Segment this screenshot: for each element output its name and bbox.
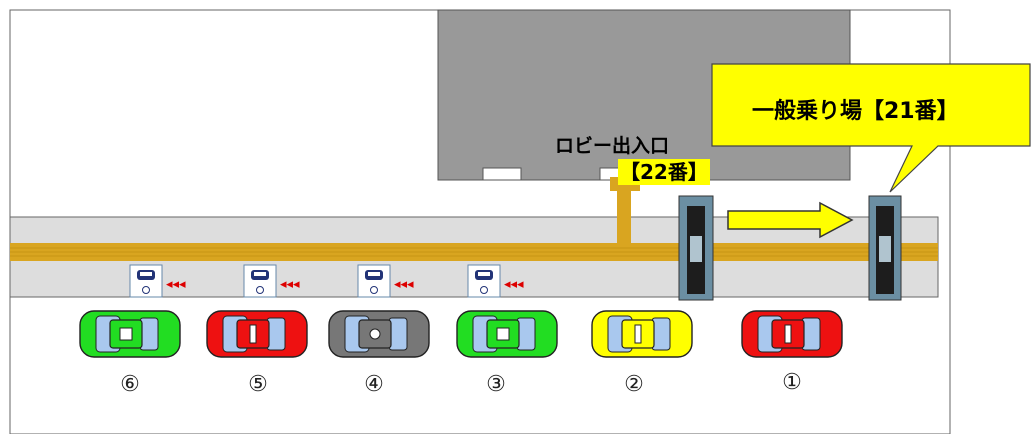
guide-post-photo-21 — [868, 195, 902, 301]
door-left — [482, 167, 522, 181]
taxi-car — [591, 310, 693, 358]
sign-arrows: ◂◂◂ — [280, 277, 300, 292]
guide-post-photo-22 — [678, 195, 714, 301]
direction-arrow — [727, 201, 854, 239]
taxi-car — [206, 310, 308, 358]
taxi-sign: ◂◂◂ — [467, 264, 524, 298]
taxi-car — [741, 310, 843, 358]
car-number: ② — [624, 372, 644, 397]
taxi-sign: ◂◂◂ — [357, 264, 414, 298]
taxi-signs: ◂◂◂ ◂◂◂ ◂◂◂ ◂◂◂ — [129, 264, 524, 298]
tactile-paving-texture — [10, 247, 938, 257]
taxi-car — [328, 310, 430, 358]
taxi-icon — [475, 270, 493, 294]
tactile-paving-connector — [617, 191, 631, 243]
taxi-queue — [79, 310, 843, 358]
callout-label: 一般乗り場【21番】 — [752, 99, 959, 124]
taxi-icon — [251, 270, 269, 294]
car-number: ③ — [486, 372, 506, 397]
taxi-icon — [365, 270, 383, 294]
callout-bubble — [711, 63, 1031, 193]
taxi-sign: ◂◂◂ — [243, 264, 300, 298]
taxi-sign: ◂◂◂ — [129, 264, 186, 298]
taxi-car — [79, 310, 181, 358]
car-number: ⑤ — [248, 372, 268, 397]
car-number: ① — [782, 370, 802, 395]
lobby-entrance-label: ロビー出入口 — [555, 135, 670, 157]
taxi-car — [456, 310, 558, 358]
car-number: ⑥ — [120, 372, 140, 397]
sign-arrows: ◂◂◂ — [504, 277, 524, 292]
sign-arrows: ◂◂◂ — [394, 277, 414, 292]
sign-arrows: ◂◂◂ — [166, 277, 186, 292]
taxi-icon — [137, 270, 155, 294]
car-number: ④ — [364, 372, 384, 397]
lobby-number-badge: 【22番】 — [618, 159, 710, 185]
